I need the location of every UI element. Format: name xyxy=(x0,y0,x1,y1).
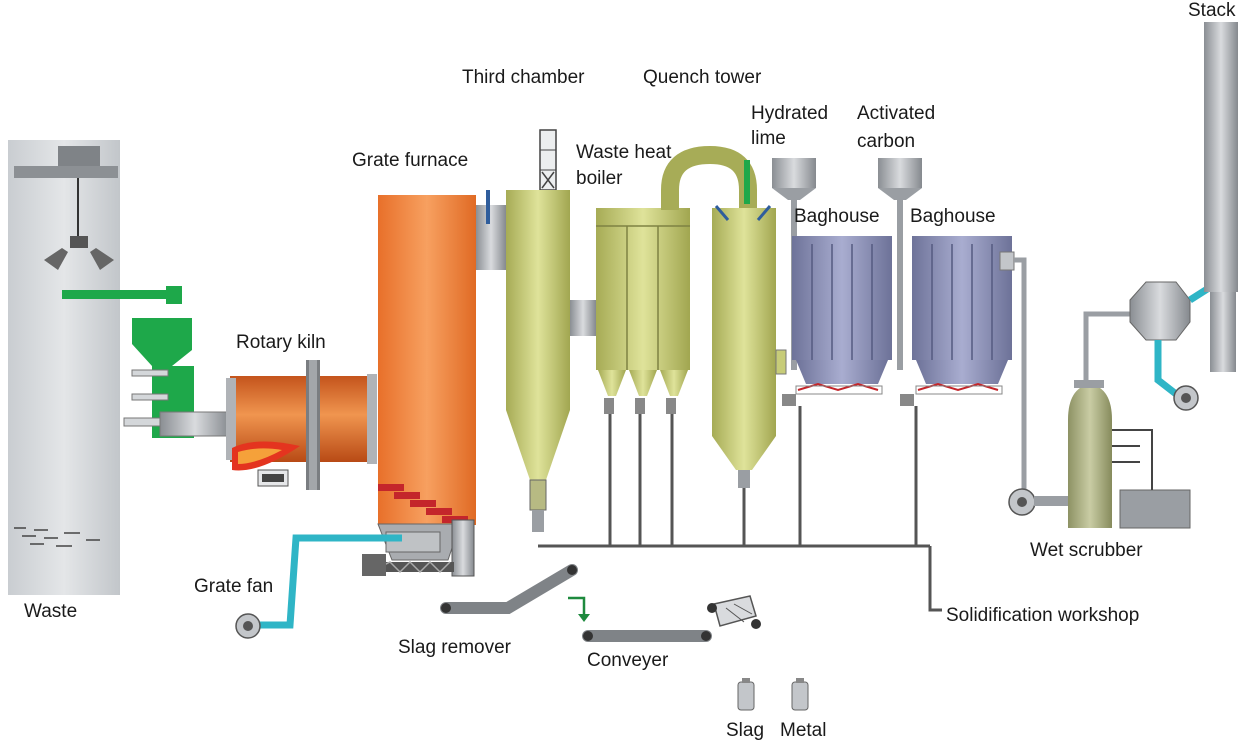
label-baghouse-2: Baghouse xyxy=(910,206,996,227)
label-baghouse-1: Baghouse xyxy=(794,206,880,227)
label-solidification-workshop: Solidification workshop xyxy=(946,605,1140,626)
waste-level-marks xyxy=(14,527,100,547)
grate-furnace xyxy=(362,195,506,577)
flue-duct-to-scrubber xyxy=(1010,257,1027,501)
label-activated-carbon-line1: Activated xyxy=(857,103,936,124)
label-hydrated-lime-line1: Hydrated xyxy=(751,103,829,124)
induced-draft-fan xyxy=(1129,281,1214,411)
conveyer xyxy=(582,630,712,642)
baghouse-2 xyxy=(900,236,1015,406)
label-slag-remover: Slag remover xyxy=(398,637,511,658)
wet-scrubber xyxy=(1008,311,1191,529)
magnetic-separator xyxy=(707,595,761,629)
label-grate-fan: Grate fan xyxy=(194,576,274,597)
label-grate-furnace: Grate furnace xyxy=(352,150,469,171)
waste-heat-boiler xyxy=(570,208,690,414)
label-quench-tower: Quench tower xyxy=(643,67,762,88)
quench-tower xyxy=(661,145,787,488)
metal-bin-icon xyxy=(791,678,809,711)
grate-fan-duct xyxy=(235,534,402,639)
label-waste-heat-boiler-line2: boiler xyxy=(576,168,623,189)
label-third-chamber: Third chamber xyxy=(462,67,585,88)
label-activated-carbon-line2: carbon xyxy=(857,131,916,152)
activated-carbon-hopper xyxy=(878,158,922,370)
slag-bin-icon xyxy=(737,678,755,711)
label-slag: Slag xyxy=(726,720,765,741)
slag-remover xyxy=(440,564,578,614)
label-rotary-kiln: Rotary kiln xyxy=(236,332,326,353)
stack xyxy=(1204,22,1238,372)
label-waste-heat-boiler-line1: Waste heat xyxy=(576,142,672,163)
label-metal: Metal xyxy=(780,720,827,741)
third-chamber xyxy=(486,129,570,532)
label-waste: Waste xyxy=(24,601,78,622)
ash-collection-lines xyxy=(538,406,942,612)
label-wet-scrubber: Wet scrubber xyxy=(1030,540,1143,561)
grab-crane-icon xyxy=(44,236,114,270)
label-stack: Stack xyxy=(1188,0,1236,21)
label-conveyer: Conveyer xyxy=(587,650,669,671)
waste-pit xyxy=(8,140,120,595)
rotary-kiln xyxy=(226,360,377,490)
label-hydrated-lime-line2: lime xyxy=(751,128,786,149)
kiln-gear-ring xyxy=(306,360,320,490)
baghouse-1 xyxy=(782,236,892,406)
waste-feeder xyxy=(62,286,231,438)
drop-arrow-icon xyxy=(568,596,586,618)
